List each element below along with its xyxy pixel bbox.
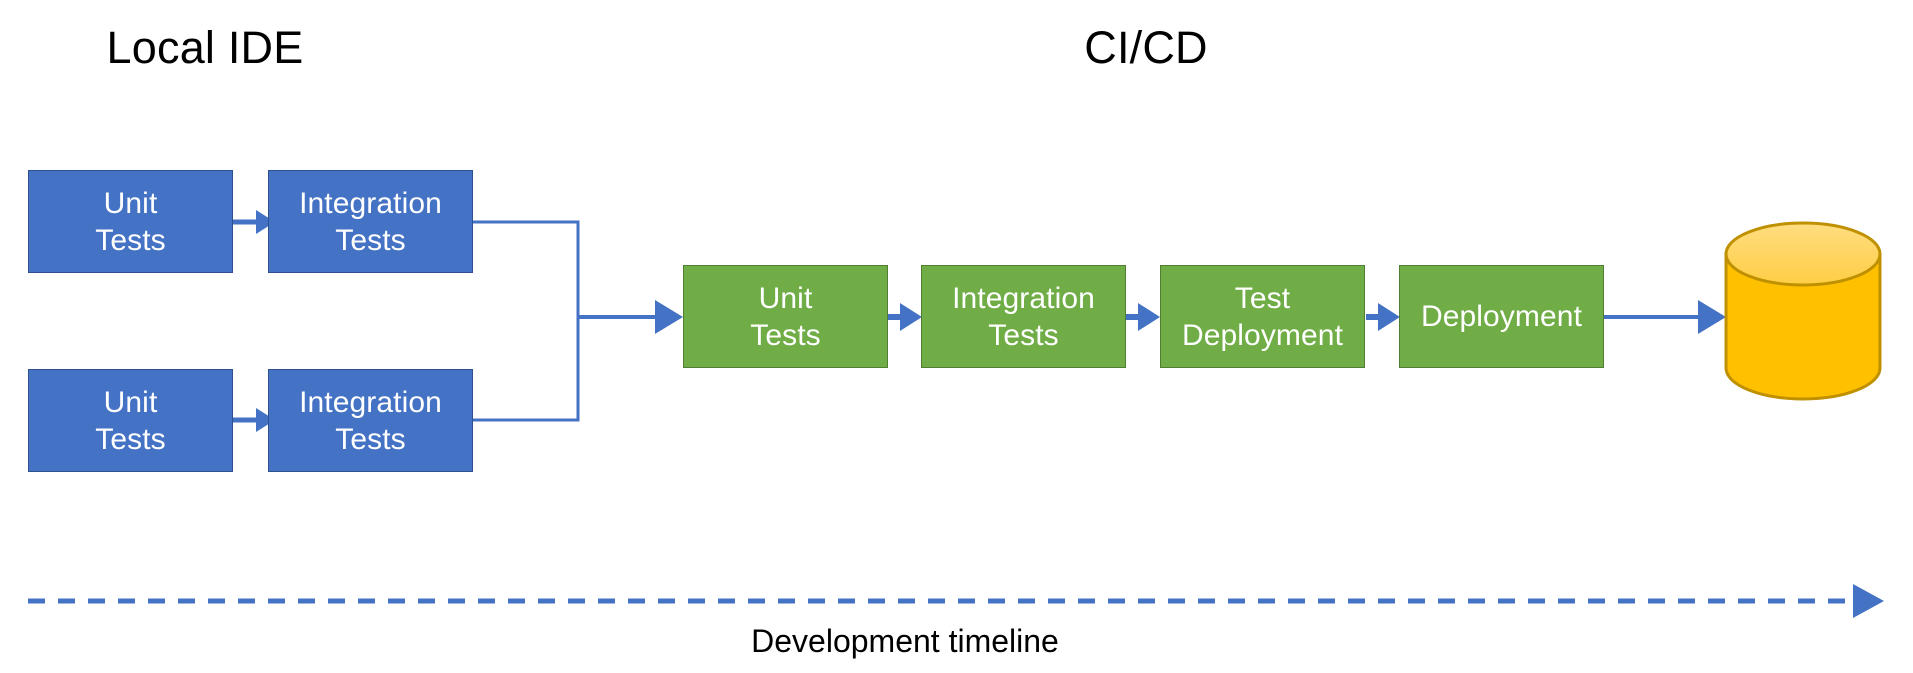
node-cicd-integration-tests[interactable]: Integration Tests — [921, 265, 1126, 368]
node-local-unit-tests-1[interactable]: Unit Tests — [28, 170, 233, 273]
datastore-cylinder — [1724, 221, 1882, 401]
node-cicd-unit-tests[interactable]: Unit Tests — [683, 265, 888, 368]
lane-title-cicd: CI/CD — [1084, 22, 1208, 73]
arrow-local-unit1-to-integration1 — [233, 210, 275, 234]
arrow-deployment-to-datastore — [1602, 300, 1726, 334]
node-local-unit-tests-2[interactable]: Unit Tests — [28, 369, 233, 472]
connector-merge-bus — [472, 220, 683, 422]
development-timeline-label: Development timeline — [751, 623, 1059, 659]
node-cicd-test-deployment[interactable]: Test Deployment — [1160, 265, 1365, 368]
arrow-local-unit2-to-integration2 — [233, 408, 275, 432]
lane-title-local-ide: Local IDE — [106, 22, 304, 73]
development-timeline-axis — [28, 584, 1884, 618]
arrow-cicd-unit-to-integration — [888, 303, 922, 331]
arrow-cicd-testdeploy-to-deployment — [1366, 303, 1400, 331]
arrow-cicd-integration-to-testdeploy — [1126, 303, 1160, 331]
node-local-integration-tests-2[interactable]: Integration Tests — [268, 369, 473, 472]
node-local-integration-tests-1[interactable]: Integration Tests — [268, 170, 473, 273]
node-cicd-deployment[interactable]: Deployment — [1399, 265, 1604, 368]
